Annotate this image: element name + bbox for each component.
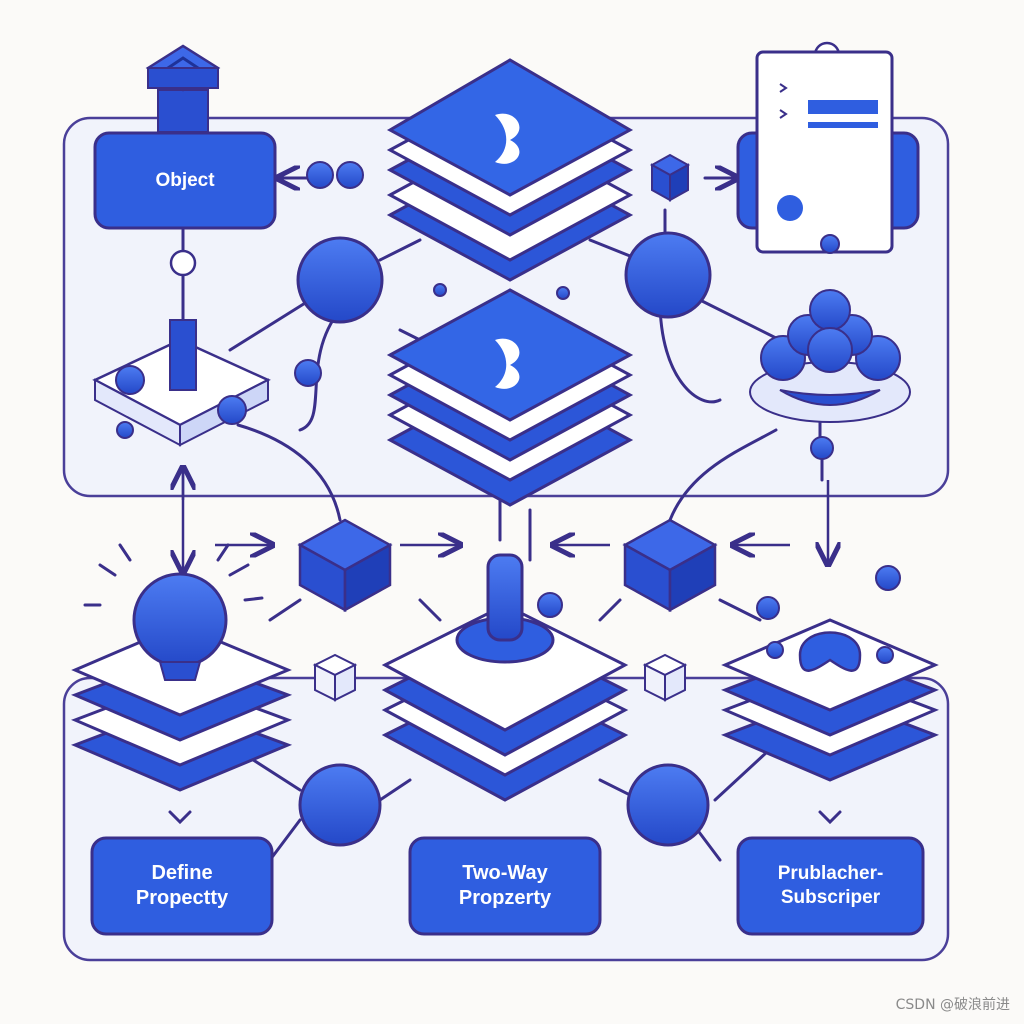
bulb-platform-stack: [71, 543, 293, 792]
object-label: Object: [155, 169, 215, 191]
document-icon: [736, 50, 920, 254]
two-way-property-box[interactable]: [408, 836, 602, 936]
small-white-cubes: [312, 653, 688, 702]
connector-block-icon: [145, 44, 221, 133]
bottom-sphere-icons: [298, 763, 710, 847]
spring-platform-icon: [92, 319, 271, 447]
two-way-property-label: Two-Way Propzerty: [458, 862, 552, 909]
cube-icon: [649, 153, 691, 202]
junction-cube-left: [297, 518, 393, 613]
chevron-down-icon: [168, 810, 842, 825]
lever-platform-stack: [381, 553, 629, 802]
define-property-label: Define Propectty: [135, 862, 229, 909]
flow-arrows: [183, 178, 828, 570]
sphere-cluster-icon: [749, 289, 911, 460]
object-box[interactable]: [93, 131, 277, 230]
publisher-subscriber-label: Prublacher- Subscriper: [777, 863, 884, 908]
watermark: CSDN @破浪前进: [895, 997, 1010, 1013]
junction-cube-right: [622, 518, 718, 613]
connector-sphere-icons: [294, 231, 712, 387]
publisher-subscriber-box[interactable]: [736, 836, 925, 936]
top-layer-stack: [386, 58, 634, 282]
blob-platform-stack: [721, 565, 939, 782]
middle-layer-stack: [386, 288, 634, 507]
define-property-box[interactable]: [90, 836, 274, 936]
node-pair-icon: [306, 161, 364, 189]
